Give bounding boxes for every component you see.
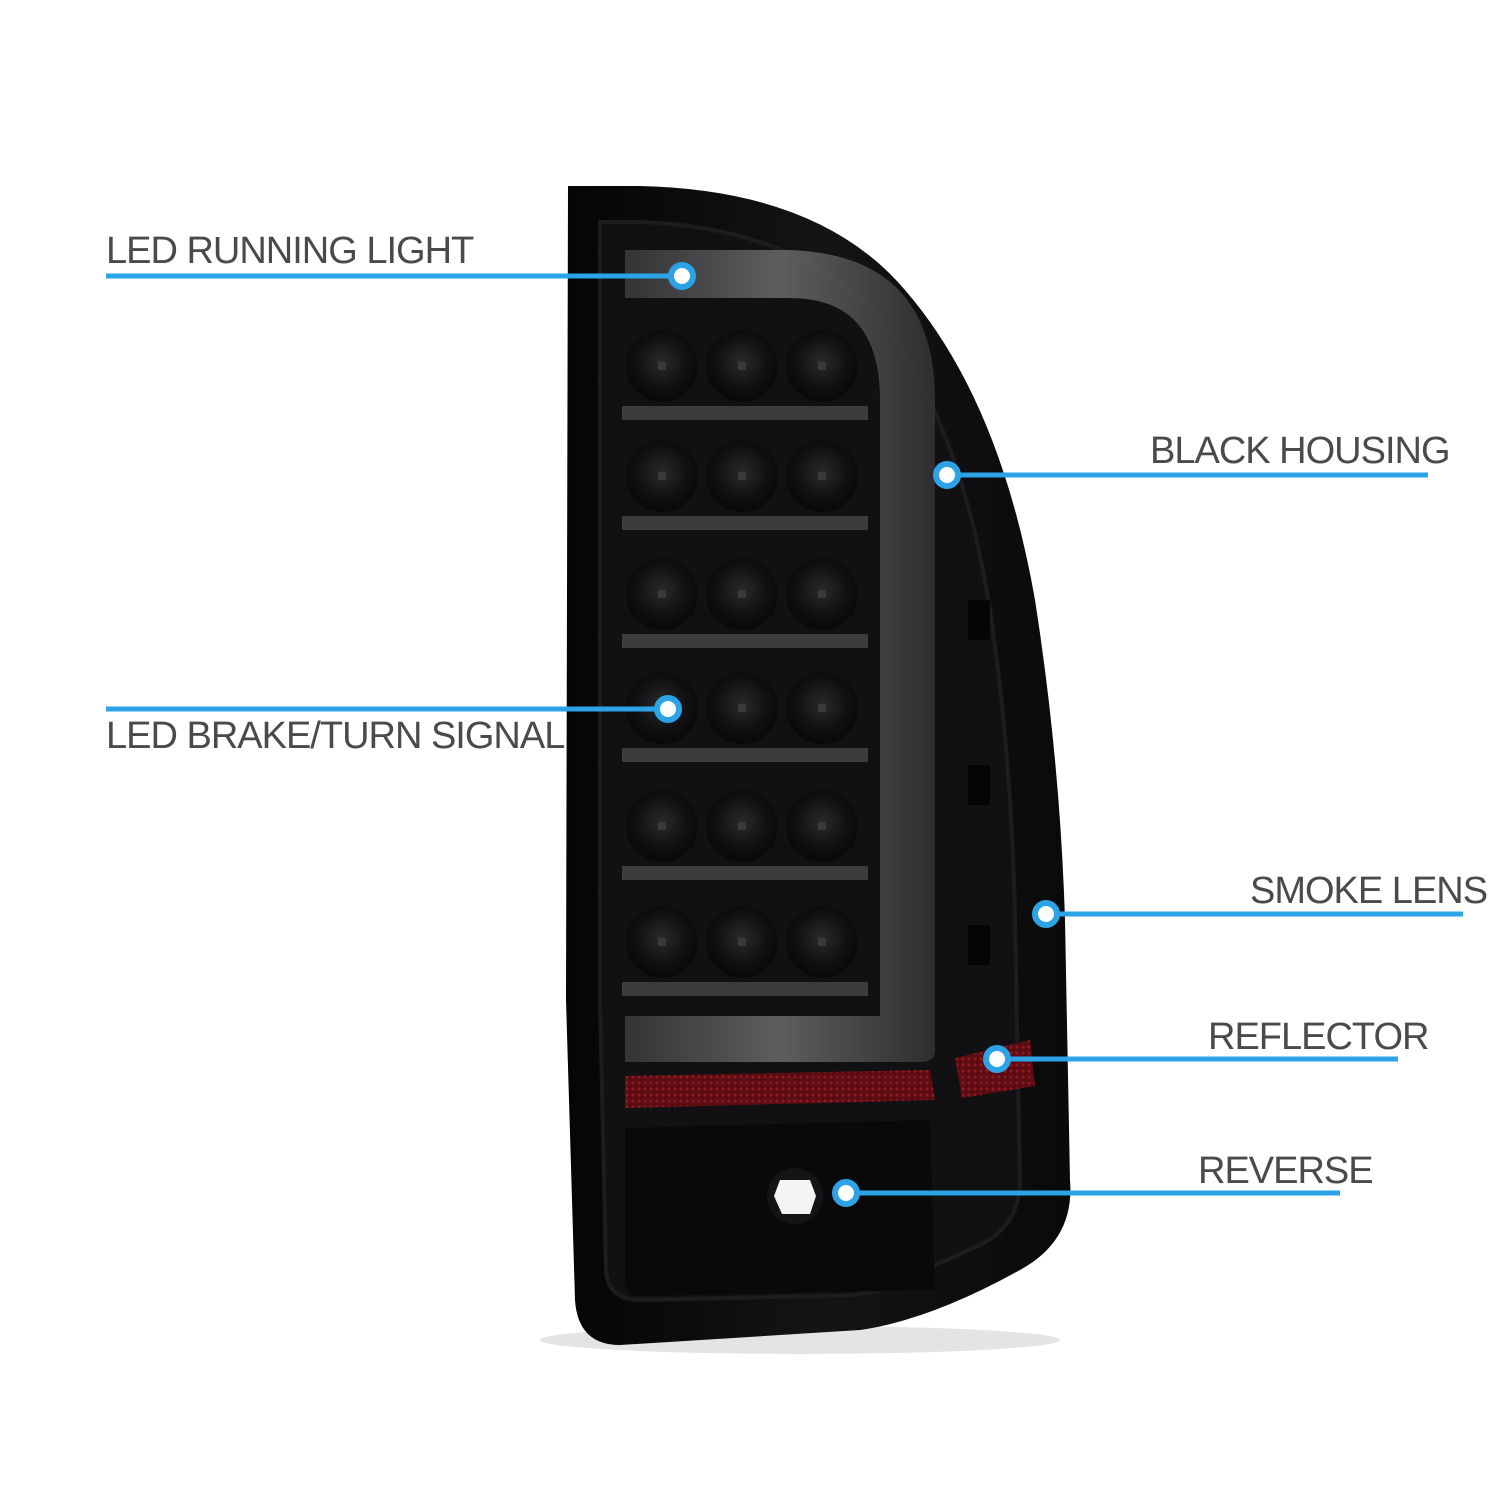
label-black-housing: BLACK HOUSING bbox=[1150, 430, 1451, 472]
led-chip bbox=[658, 822, 666, 830]
label-reverse: REVERSE bbox=[1198, 1150, 1374, 1192]
led-divider-bar bbox=[622, 406, 868, 420]
led-chip bbox=[738, 590, 746, 598]
side-notch-3 bbox=[968, 925, 990, 965]
callout-reflector-dot bbox=[983, 1045, 1011, 1073]
running-light-tube bbox=[625, 250, 935, 1062]
led-chip bbox=[738, 938, 746, 946]
label-reflector: REFLECTOR bbox=[1208, 1016, 1429, 1058]
led-chip bbox=[818, 938, 826, 946]
side-notch-1 bbox=[968, 600, 990, 640]
callout-lines bbox=[106, 262, 1463, 1207]
led-divider-bar bbox=[622, 634, 868, 648]
reverse-bulb-socket bbox=[774, 1180, 816, 1214]
side-notch-2 bbox=[968, 765, 990, 805]
callout-running-light-dot bbox=[668, 262, 696, 290]
led-array bbox=[622, 330, 868, 996]
led-chip bbox=[738, 822, 746, 830]
led-divider-bar bbox=[622, 982, 868, 996]
callout-reverse-dot bbox=[832, 1179, 860, 1207]
led-chip bbox=[658, 590, 666, 598]
led-chip bbox=[818, 822, 826, 830]
callout-black-housing-dot bbox=[933, 461, 961, 489]
label-led-brake-turn-signal: LED BRAKE/TURN SIGNAL bbox=[106, 715, 565, 757]
led-chip bbox=[818, 704, 826, 712]
led-chip bbox=[818, 362, 826, 370]
led-chip bbox=[658, 938, 666, 946]
label-led-running-light: LED RUNNING LIGHT bbox=[106, 230, 474, 272]
led-chip bbox=[658, 472, 666, 480]
reflector-strip bbox=[625, 1070, 935, 1108]
led-chip bbox=[818, 590, 826, 598]
led-divider-bar bbox=[622, 748, 868, 762]
label-smoke-lens: SMOKE LENS bbox=[1250, 870, 1488, 912]
led-chip bbox=[818, 472, 826, 480]
led-chip bbox=[658, 362, 666, 370]
led-chip bbox=[738, 362, 746, 370]
led-divider-bar bbox=[622, 516, 868, 530]
callout-smoke-lens-dot bbox=[1032, 900, 1060, 928]
led-chip bbox=[738, 472, 746, 480]
led-divider-bar bbox=[622, 866, 868, 880]
led-chip bbox=[738, 704, 746, 712]
callout-brake-turn-dot bbox=[654, 695, 682, 723]
